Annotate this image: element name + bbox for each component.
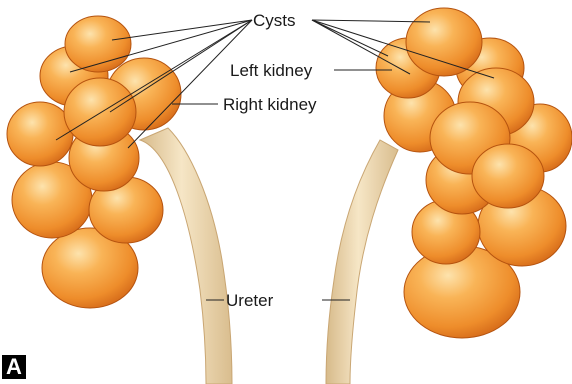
right-kidney-label: Right kidney <box>223 95 317 114</box>
panel-letter-badge: A <box>2 355 26 379</box>
left-kidney-label: Left kidney <box>230 61 313 80</box>
cysts-label: Cysts <box>253 11 296 30</box>
left-ureter-tube <box>140 128 232 384</box>
cyst <box>406 8 482 76</box>
left-kidney-cyst-cluster <box>376 8 572 338</box>
right-kidney-cyst-cluster <box>7 16 181 308</box>
cyst <box>64 78 136 146</box>
right-ureter-tube <box>326 140 398 384</box>
cyst <box>7 102 73 166</box>
cyst <box>472 144 544 208</box>
ureter-label: Ureter <box>226 291 274 310</box>
